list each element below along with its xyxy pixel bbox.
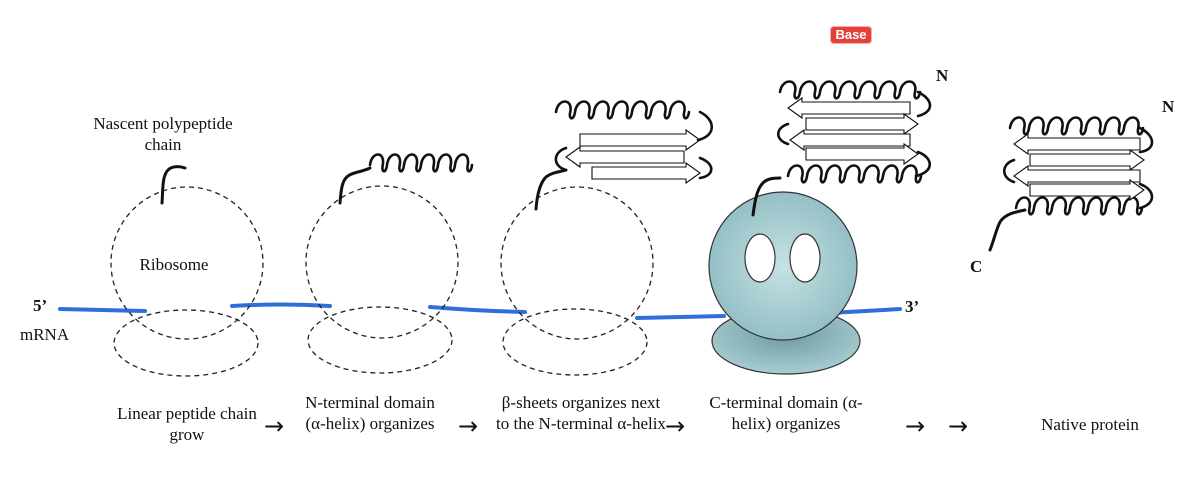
sheet-step3-2 [565, 145, 685, 169]
step-3-label: β-sheets organizes next to the N-termina… [496, 393, 666, 433]
helix-c-step4 [786, 164, 923, 184]
sheet-step3-3 [591, 161, 701, 185]
alpha-helices [368, 80, 1145, 216]
step-2-label: N-terminal domain (α-helix) organizes [305, 393, 435, 433]
three-prime-label: 3’ [905, 297, 920, 316]
five-prime-label: 5’ [33, 296, 48, 315]
sheet-step4-3 [789, 128, 911, 152]
base-badge: Base [830, 26, 872, 44]
sheet-native-3 [1013, 164, 1141, 188]
n-terminus-label-step4: N [936, 66, 949, 85]
sheet-native-1 [1013, 132, 1141, 156]
step-arrow-4: → [905, 412, 926, 440]
c-terminus-label-native: C [970, 257, 983, 276]
helix-n-native [1008, 116, 1145, 136]
sheet-step3-1 [579, 128, 701, 152]
step-arrow-3: → [665, 412, 686, 440]
sheet-native-2 [1029, 148, 1145, 172]
ribosome-label: Ribosome [139, 255, 209, 274]
helix-n-step4 [778, 80, 922, 100]
sheet-native-4 [1029, 178, 1145, 202]
helix-c-native [1014, 196, 1144, 216]
nascent-chain-label: Nascent polypeptide chain [93, 114, 233, 154]
helix-n-step3 [554, 100, 691, 120]
mrna-label: mRNA [20, 325, 70, 344]
sheet-step4-4 [805, 142, 919, 166]
n-terminus-label-native: N [1162, 97, 1175, 116]
helix-step2 [368, 153, 474, 173]
beta-sheets [565, 96, 1145, 202]
step-5-label: Native protein [1041, 415, 1139, 434]
step-4-label: C-terminal domain (α-helix) organizes [709, 393, 863, 433]
nascent-chains [160, 165, 1027, 252]
sheet-step4-2 [805, 112, 919, 136]
ribosome-3 [500, 186, 654, 376]
loop-connectors [554, 90, 1154, 210]
step-arrow-5: → [948, 412, 969, 440]
ribosome-4 [708, 191, 861, 375]
step-arrow-1: → [264, 412, 285, 440]
ribosome-1 [110, 186, 264, 377]
sheet-step4-1 [787, 96, 911, 120]
ribosome-2 [305, 185, 459, 374]
step-arrow-2: → [458, 412, 479, 440]
step-1-label: Linear peptide chain grow [117, 404, 257, 444]
